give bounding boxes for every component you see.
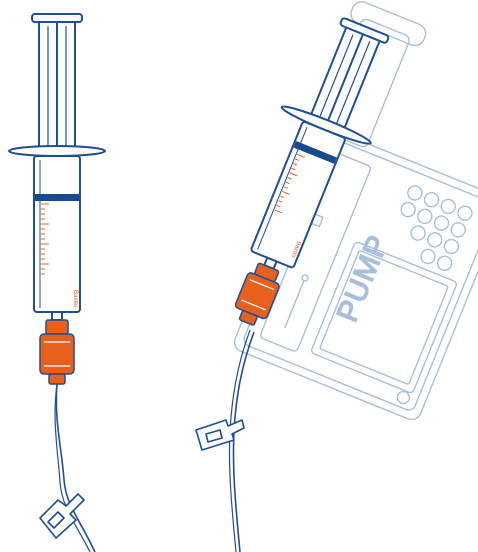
left-syringe: Baxter: [9, 14, 105, 552]
tubing-clamp: [196, 420, 244, 450]
luer-connector: [40, 320, 74, 384]
finger-flange: [9, 146, 105, 156]
plunger-thumb-rest: [32, 14, 82, 22]
syringe-brand: Baxter: [72, 290, 78, 307]
tubing-clamp: [40, 494, 84, 538]
plunger-stopper: [35, 194, 79, 201]
syringe-barrel: [34, 156, 80, 312]
luer-connector: [231, 261, 285, 329]
iv-tubing: [233, 332, 254, 552]
